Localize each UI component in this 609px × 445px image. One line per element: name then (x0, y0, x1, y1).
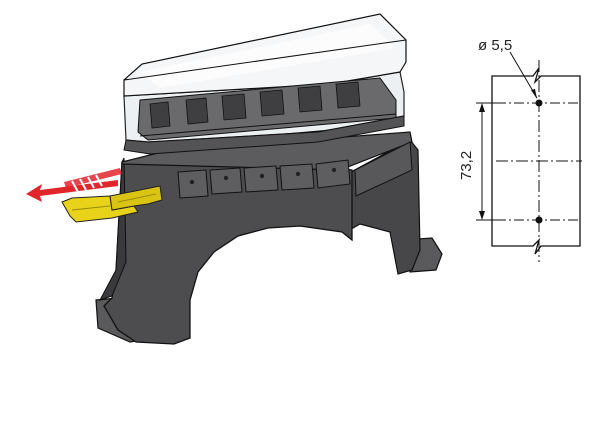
mounting-hole-bottom (535, 216, 543, 224)
blade-terminal-icon (61, 185, 163, 223)
fuse-box-icon (95, 13, 443, 345)
fuse-slots (137, 77, 399, 147)
mounting-hole-dimension-drawing: ø 5,5 73,2 (458, 37, 582, 262)
cover-highlight (140, 24, 396, 88)
housing-rear-riser (354, 141, 413, 197)
hole-diameter-label: ø 5,5 (478, 37, 512, 54)
housing-side-left (98, 157, 127, 301)
clip-row (177, 159, 351, 199)
mounting-hole-top (535, 99, 543, 107)
hole-spacing-label: 73,2 (458, 151, 475, 180)
housing-body-front (103, 161, 353, 345)
insertion-arrow-icon (26, 168, 122, 202)
cover-rim (123, 115, 405, 155)
